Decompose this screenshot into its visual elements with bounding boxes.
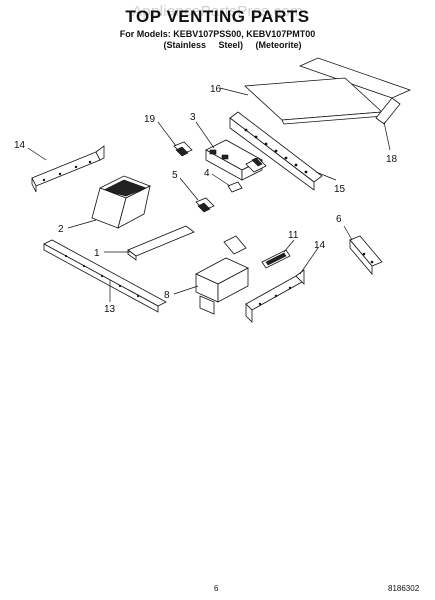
- callout-18: 18: [386, 154, 398, 165]
- callout-16: 16: [210, 84, 222, 95]
- part-motor-assembly: [205, 139, 267, 181]
- callout-6: 6: [336, 214, 342, 225]
- models-line: For Models: KEBV107PSS00, KEBV107PMT00: [119, 29, 316, 39]
- part-switch-lower: [195, 197, 215, 213]
- part-housing: [195, 235, 249, 315]
- part-duct: [91, 175, 151, 229]
- finish-stainless: (Stainless Steel): [163, 40, 243, 50]
- part-code: 8186302: [388, 584, 420, 593]
- callout-8: 8: [164, 290, 170, 301]
- part-filter-strip: [127, 225, 195, 261]
- page-title: TOP VENTING PARTS: [125, 7, 310, 26]
- callout-3: 3: [190, 112, 196, 123]
- bracket-right-holes: [258, 286, 292, 306]
- page-number: 6: [214, 584, 219, 593]
- part-side-bracket-right: [245, 269, 305, 323]
- part-long-bar: [43, 239, 167, 313]
- finish-row: (Stainless Steel) (Meteorite): [0, 40, 435, 51]
- callout-1: 1: [94, 248, 100, 259]
- callout-2: 2: [58, 224, 64, 235]
- part-perforated-bracket: [229, 111, 323, 191]
- bracket-left-holes: [42, 160, 92, 182]
- watermark: AppliancePartsPros.com: [132, 3, 303, 20]
- callout-14-upper: 14: [14, 140, 26, 151]
- callout-4: 4: [204, 168, 210, 179]
- part-small-bracket: [349, 235, 383, 276]
- part-top-panel: [244, 57, 412, 125]
- bracket-holes: [244, 128, 308, 174]
- leader-lines: [27, 87, 391, 302]
- callout-5: 5: [172, 170, 178, 181]
- callout-13: 13: [104, 304, 116, 315]
- part-side-bracket-left: [31, 145, 105, 193]
- model-list: For Models: KEBV107PSS00, KEBV107PMT00 (…: [0, 29, 435, 51]
- finish-meteorite: (Meteorite): [255, 40, 302, 50]
- part-fitting: [227, 181, 243, 193]
- part-terminal-block: [261, 249, 291, 269]
- callout-19: 19: [144, 114, 156, 125]
- callout-15: 15: [334, 184, 346, 195]
- part-switch-upper: [173, 141, 193, 157]
- long-bar-holes: [64, 254, 140, 298]
- callout-11: 11: [288, 230, 299, 241]
- callout-14-lower: 14: [314, 240, 326, 251]
- callout-numbers: 16 18 19 3 14 15 4 5 2 1 6 11 14 8 13: [14, 84, 398, 315]
